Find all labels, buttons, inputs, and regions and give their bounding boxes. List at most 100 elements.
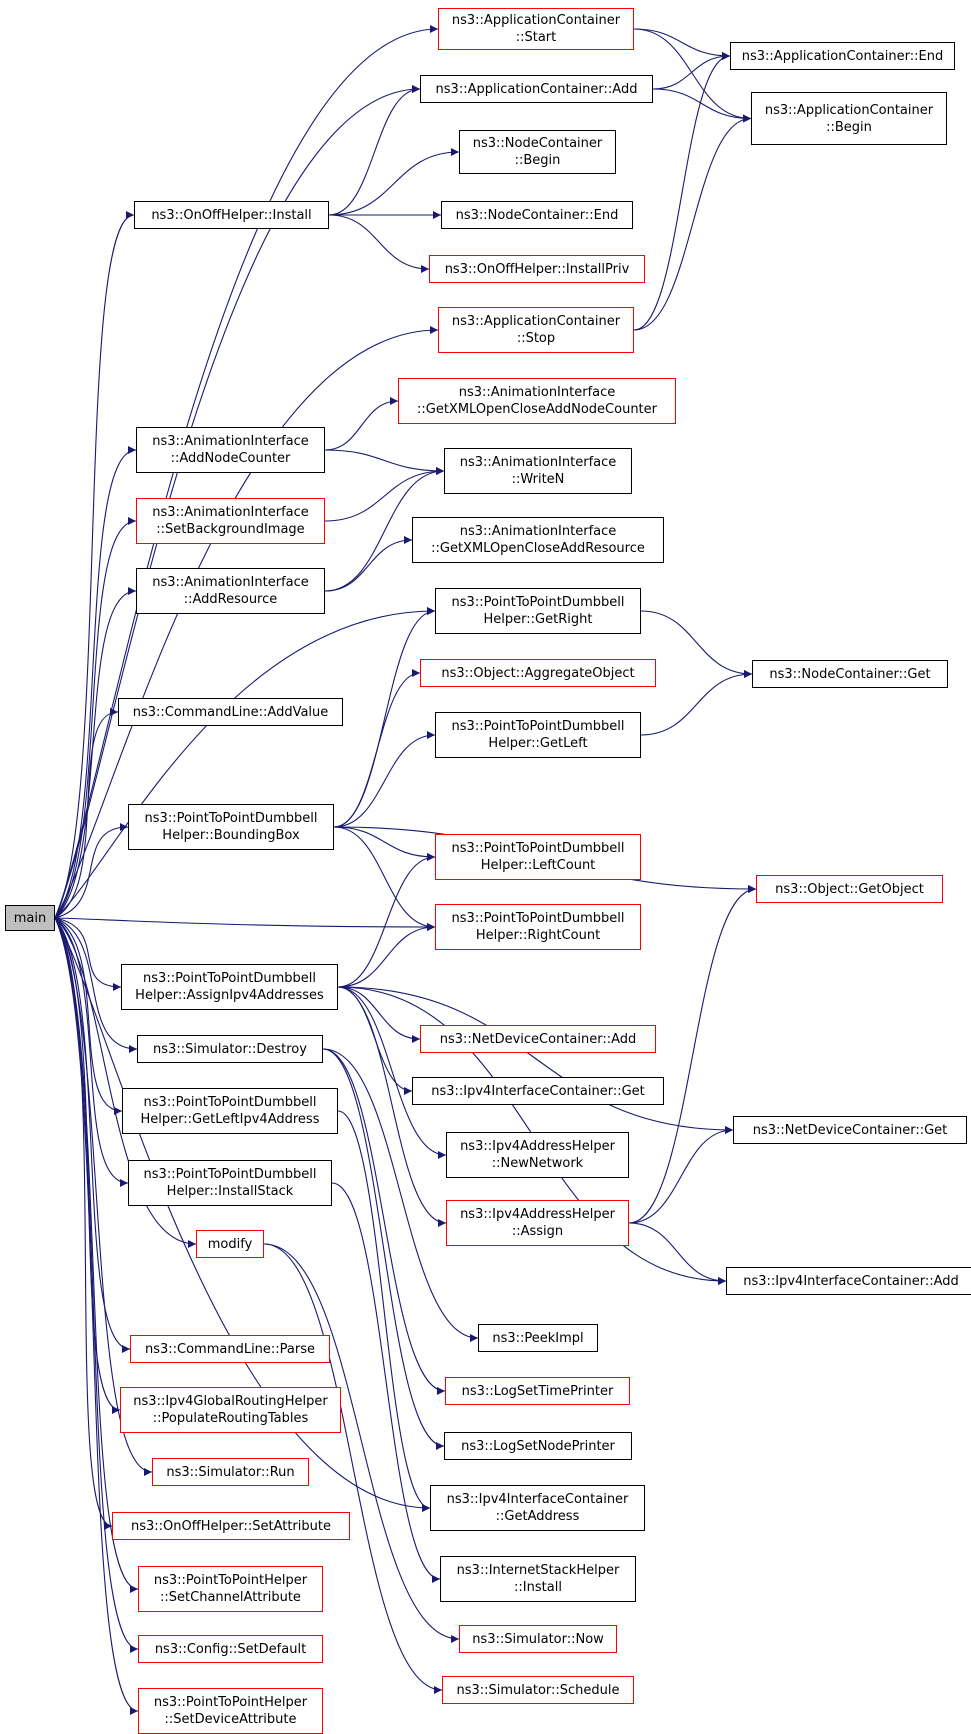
node-onoff-install[interactable]: ns3::OnOffHelper::Install bbox=[134, 201, 329, 229]
node-internet-stack-install[interactable]: ns3::InternetStackHelper::Install bbox=[440, 1556, 636, 1602]
node-label-line: ns3::AnimationInterface bbox=[459, 455, 617, 470]
node-label-line: ns3::Ipv4InterfaceContainer bbox=[446, 1492, 629, 1507]
node-ndc-add[interactable]: ns3::NetDeviceContainer::Add bbox=[420, 1025, 656, 1053]
node-label-line: ns3::PointToPointDumbbell bbox=[451, 911, 625, 926]
node-label-line: ns3::AnimationInterface bbox=[458, 385, 616, 400]
node-label-line: ::Install bbox=[514, 1580, 562, 1595]
node-label-line: ::Assign bbox=[511, 1224, 564, 1239]
node-label-line: ::Begin bbox=[826, 119, 872, 135]
call-edge bbox=[633, 28, 752, 123]
call-edge bbox=[54, 607, 436, 919]
call-edge bbox=[54, 917, 197, 1248]
call-edge bbox=[328, 214, 430, 273]
node-label-line: ns3::Object::GetObject bbox=[775, 881, 924, 897]
node-cmd-add-value[interactable]: ns3::CommandLine::AddValue bbox=[118, 698, 343, 726]
call-edge bbox=[54, 25, 439, 919]
node-sim-destroy[interactable]: ns3::Simulator::Destroy bbox=[137, 1035, 323, 1063]
node-sim-run[interactable]: ns3::Simulator::Run bbox=[152, 1458, 309, 1486]
node-p2p-set-channel-attr[interactable]: ns3::PointToPointHelper::SetChannelAttri… bbox=[138, 1566, 323, 1612]
node-ipv4-ic-get-address[interactable]: ns3::Ipv4InterfaceContainer::GetAddress bbox=[430, 1485, 645, 1531]
node-log-set-time-printer[interactable]: ns3::LogSetTimePrinter bbox=[445, 1377, 630, 1405]
node-ipv4-ic-add[interactable]: ns3::Ipv4InterfaceContainer::Add bbox=[726, 1267, 971, 1295]
node-label-line: ns3::CommandLine::AddValue bbox=[132, 704, 329, 720]
node-label-line: ::Start bbox=[515, 30, 557, 45]
node-ipv4-global-routing[interactable]: ns3::Ipv4GlobalRoutingHelper::PopulateRo… bbox=[120, 1387, 341, 1433]
call-edge bbox=[322, 1048, 445, 1450]
node-ai-add-resource[interactable]: ns3::AnimationInterface::AddResource bbox=[136, 568, 325, 614]
node-app-add[interactable]: ns3::ApplicationContainer::Add bbox=[420, 75, 653, 103]
call-edge bbox=[263, 1243, 443, 1694]
node-label-line: ns3::ApplicationContainer::End bbox=[741, 48, 944, 64]
node-obj-get-object[interactable]: ns3::Object::GetObject bbox=[756, 875, 943, 903]
node-label-line: ns3::Object::AggregateObject bbox=[441, 665, 635, 681]
node-log-set-node-printer[interactable]: ns3::LogSetNodePrinter bbox=[444, 1432, 632, 1460]
node-peek-impl[interactable]: ns3::PeekImpl bbox=[478, 1324, 598, 1352]
call-edge bbox=[54, 917, 139, 1593]
call-edge bbox=[628, 1222, 727, 1285]
call-edge bbox=[633, 114, 752, 331]
node-label-line: ::GetAddress bbox=[495, 1509, 580, 1524]
node-sim-now[interactable]: ns3::Simulator::Now bbox=[459, 1625, 617, 1653]
node-ipv4-assign[interactable]: ns3::Ipv4AddressHelper::Assign bbox=[446, 1200, 629, 1246]
node-cmd-parse[interactable]: ns3::CommandLine::Parse bbox=[130, 1335, 330, 1363]
call-edge bbox=[54, 708, 119, 919]
node-sim-schedule[interactable]: ns3::Simulator::Schedule bbox=[442, 1676, 634, 1704]
node-nc-end[interactable]: ns3::NodeContainer::End bbox=[441, 201, 633, 229]
node-app-start[interactable]: ns3::ApplicationContainer::Start bbox=[438, 8, 634, 50]
node-obj-aggregate[interactable]: ns3::Object::AggregateObject bbox=[420, 659, 656, 687]
node-ai-get-xml-resource[interactable]: ns3::AnimationInterface::GetXMLOpenClose… bbox=[412, 517, 664, 563]
node-label-line: Helper::GetLeftIpv4Address bbox=[140, 1112, 320, 1127]
node-config-set-default[interactable]: ns3::Config::SetDefault bbox=[138, 1635, 323, 1663]
node-p2p-set-device-attr[interactable]: ns3::PointToPointHelper::SetDeviceAttrib… bbox=[138, 1688, 323, 1734]
node-label-line: ns3::Config::SetDefault bbox=[154, 1641, 307, 1657]
call-edge bbox=[54, 917, 138, 1053]
node-ipv4-ic-get[interactable]: ns3::Ipv4InterfaceContainer::Get bbox=[412, 1077, 664, 1105]
node-label-line: ns3::OnOffHelper::SetAttribute bbox=[131, 1518, 331, 1534]
call-edge bbox=[54, 917, 139, 1653]
call-edge bbox=[331, 1182, 441, 1583]
node-label-line: ns3::Simulator::Now bbox=[472, 1631, 604, 1647]
node-ndc-get[interactable]: ns3::NetDeviceContainer::Get bbox=[733, 1116, 967, 1144]
call-edge bbox=[54, 823, 129, 919]
node-nc-get[interactable]: ns3::NodeContainer::Get bbox=[752, 660, 948, 688]
node-label-line: Helper::GetLeft bbox=[488, 736, 588, 751]
call-edge bbox=[337, 853, 436, 988]
node-label-line: ns3::AnimationInterface bbox=[459, 524, 617, 539]
node-nc-begin[interactable]: ns3::NodeContainer::Begin bbox=[459, 130, 616, 174]
node-app-end[interactable]: ns3::ApplicationContainer::End bbox=[730, 42, 955, 70]
node-onoff-install-priv[interactable]: ns3::OnOffHelper::InstallPriv bbox=[429, 255, 645, 283]
node-ai-get-xml-node-counter[interactable]: ns3::AnimationInterface::GetXMLOpenClose… bbox=[398, 378, 676, 424]
node-label-line: ns3::Ipv4AddressHelper bbox=[460, 1207, 615, 1222]
node-label-line: ns3::ApplicationContainer bbox=[764, 102, 934, 118]
node-label-line: ::WriteN bbox=[511, 472, 565, 487]
node-label-line: ::Stop bbox=[516, 331, 556, 346]
call-edge bbox=[54, 211, 135, 919]
node-modify[interactable]: modify bbox=[196, 1230, 264, 1258]
node-label-line: ::PopulateRoutingTables bbox=[152, 1411, 309, 1426]
node-main: main bbox=[5, 905, 55, 931]
node-app-begin[interactable]: ns3::ApplicationContainer::Begin bbox=[751, 92, 947, 145]
call-edge bbox=[337, 986, 447, 1227]
node-app-stop[interactable]: ns3::ApplicationContainer::Stop bbox=[438, 307, 634, 353]
node-label-line: ns3::PointToPointDumbbell bbox=[143, 971, 316, 986]
node-ai-set-background[interactable]: ns3::AnimationInterface::SetBackgroundIm… bbox=[136, 498, 325, 544]
node-ai-write-n[interactable]: ns3::AnimationInterface::WriteN bbox=[444, 448, 632, 494]
node-label-line: ns3::Simulator::Schedule bbox=[456, 1682, 620, 1698]
node-onoff-set-attribute[interactable]: ns3::OnOffHelper::SetAttribute bbox=[112, 1512, 350, 1540]
node-label-line: ::GetXMLOpenCloseAddNodeCounter bbox=[416, 402, 657, 417]
call-edge bbox=[54, 917, 113, 1530]
node-label-line: Helper::GetRight bbox=[483, 612, 593, 627]
call-edge bbox=[54, 917, 139, 1715]
node-ipv4-new-network[interactable]: ns3::Ipv4AddressHelper::NewNetwork bbox=[446, 1132, 629, 1178]
node-ai-add-node-counter[interactable]: ns3::AnimationInterface::AddNodeCounter bbox=[136, 427, 325, 473]
call-edge bbox=[324, 467, 445, 522]
